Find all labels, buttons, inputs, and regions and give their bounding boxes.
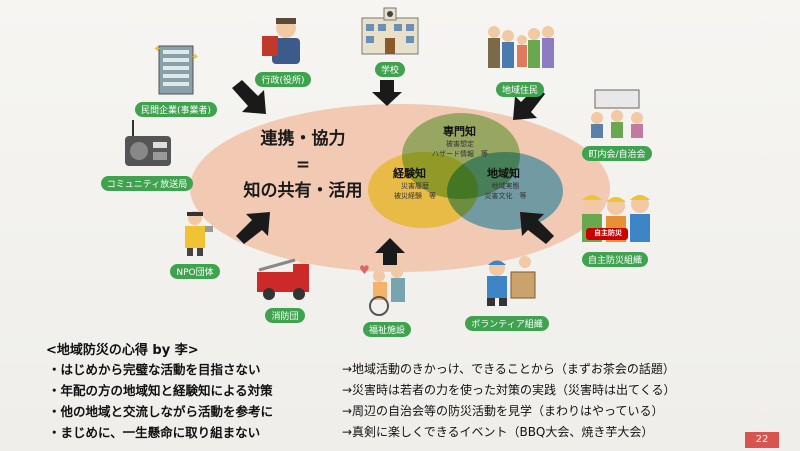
keiken-sub-1: 災害履歴 <box>401 182 429 190</box>
tip-left-1: ・はじめから完璧な活動を目指さない <box>48 362 261 377</box>
arrow-gyosei <box>232 80 266 114</box>
svg-text:✦: ✦ <box>153 44 161 55</box>
node-chiiki-jumin: 地域住民 <box>480 18 560 97</box>
node-gakko: 学校 <box>350 4 430 77</box>
label-community: コミュニティ放送局 <box>100 176 194 191</box>
keiken-title: 経験知 <box>393 167 426 180</box>
arrow-fukushi <box>375 238 405 265</box>
label-shobodan: 消防団 <box>265 308 305 323</box>
chiiki-sub-1: 地域実態 <box>491 182 520 190</box>
chiiki-sub-2: 災害文化 等 <box>484 192 527 200</box>
label-gakko: 学校 <box>374 62 405 77</box>
senmon-sub-1: 被害想定 <box>446 140 474 148</box>
npo-person-icon <box>185 211 213 256</box>
senmon-sub: 被害想定 ハザード情報 等 <box>420 139 500 159</box>
tip-left-2: ・年配の方の地域知と経験知による対策 <box>48 383 273 398</box>
node-volunteer: ボランティア組織 <box>462 254 552 331</box>
official-icon <box>262 18 300 64</box>
svg-text:♥: ♥ <box>359 263 370 277</box>
volunteer-icon <box>487 256 536 306</box>
senmon-title: 専門知 <box>443 125 476 138</box>
label-npo: NPO団体 <box>170 264 220 279</box>
node-gyosei: 行政(役所) <box>248 14 318 87</box>
node-shobodan: 消防団 <box>248 256 322 323</box>
label-minkan: 民間企業(事業者) <box>134 102 218 117</box>
chiiki-circle <box>447 152 563 230</box>
node-community: コミュニティ放送局 <box>92 118 202 191</box>
node-chonaikai: 町内会/自治会 <box>572 88 662 161</box>
center-line-1: 連携・協力 <box>260 129 346 149</box>
node-npo: NPO団体 <box>160 208 230 279</box>
svg-text:✦: ✦ <box>191 52 199 63</box>
tip-right-3: →周辺の自治会等の防災活動を見学（まわりはやっている） <box>342 404 664 418</box>
arrow-jishubosai <box>520 212 554 244</box>
tip-right-2: →災害時は若者の力を使った対策の実践（災害時は出てくる） <box>342 383 676 397</box>
senmon-sub-2: ハザード情報 等 <box>432 150 488 158</box>
badge-jishubosai: 自主防災 <box>594 229 622 237</box>
disaster-team-icon <box>582 195 650 242</box>
label-chiiki-jumin: 地域住民 <box>495 82 544 97</box>
chiiki-sub: 地域実態 災害文化 等 <box>468 181 543 201</box>
radio-icon <box>125 120 171 166</box>
tip-right-1: →地域活動のきかっけ、できることから（まずお茶会の話題） <box>342 362 675 376</box>
tips-title: <地域防災の心得 by 李> <box>46 343 199 358</box>
label-gyosei: 行政(役所) <box>255 72 311 87</box>
label-volunteer: ボランティア組織 <box>465 316 549 331</box>
node-jishubosai: 自主防災 自主防災組織 <box>570 190 660 267</box>
page-number: 22 <box>745 432 779 448</box>
residents-icon <box>488 26 554 68</box>
arrow-npo <box>236 212 270 244</box>
building-icon: ✦ ✦ <box>153 44 199 95</box>
arrow-gakko <box>372 80 402 106</box>
center-text: 連携・協力 = 知の共有・活用 <box>218 126 388 204</box>
wheelchair-icon: ♥ <box>359 263 405 316</box>
node-fukushi: ♥ 福祉施設 <box>352 262 422 337</box>
label-chonaikai: 町内会/自治会 <box>582 146 652 161</box>
tip-left-4: ・まじめに、一生懸命に取り組まない <box>48 425 261 440</box>
node-minkan: ✦ ✦ 民間企業(事業者) <box>128 40 224 117</box>
center-line-3: 知の共有・活用 <box>243 181 363 201</box>
label-jishubosai: 自主防災組織 <box>581 252 648 267</box>
keiken-sub-2: 被災経験 等 <box>394 192 436 200</box>
meeting-icon <box>591 89 643 138</box>
label-fukushi: 福祉施設 <box>362 322 411 337</box>
fire-truck-icon <box>257 256 309 300</box>
center-line-2: = <box>295 155 311 175</box>
school-icon <box>361 7 419 55</box>
tip-right-4: →真剣に楽しくできるイベント（BBQ大会、焼き芋大会） <box>342 425 654 439</box>
chiiki-title: 地域知 <box>487 167 520 180</box>
tip-left-3: ・他の地域と交流しながら活動を参考に <box>48 404 274 419</box>
keiken-sub: 災害履歴 被災経験 等 <box>380 181 450 201</box>
